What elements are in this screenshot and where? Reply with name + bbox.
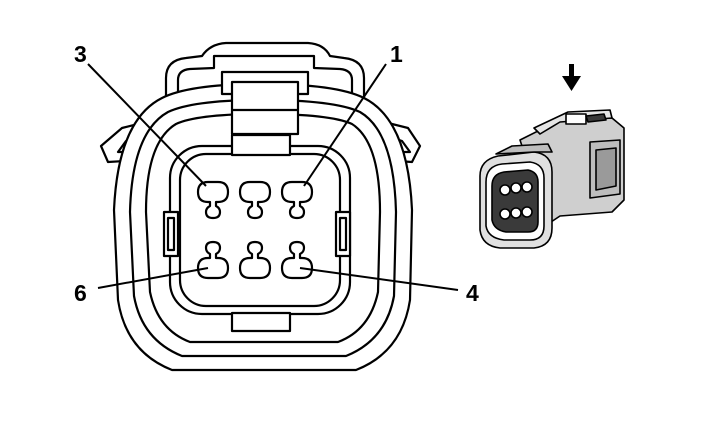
pin-cavity-2: [238, 180, 272, 220]
leader-lines: [87, 63, 459, 291]
leader-line-1: [303, 63, 387, 187]
pin-label-3: 3: [74, 41, 87, 67]
pin-cavity-3: [196, 180, 230, 220]
pin-label-6: 6: [74, 280, 87, 306]
leader-line-3: [87, 63, 207, 187]
leader-line-6: [97, 267, 209, 289]
arrow-down-icon: [562, 64, 581, 91]
connector-iso-icon: [479, 109, 625, 249]
pin-cavity-5: [238, 240, 272, 280]
pin-label-4: 4: [466, 280, 479, 306]
leader-line-4: [299, 267, 459, 291]
pin-label-1: 1: [390, 41, 403, 67]
connector-face-icon: [99, 41, 422, 372]
